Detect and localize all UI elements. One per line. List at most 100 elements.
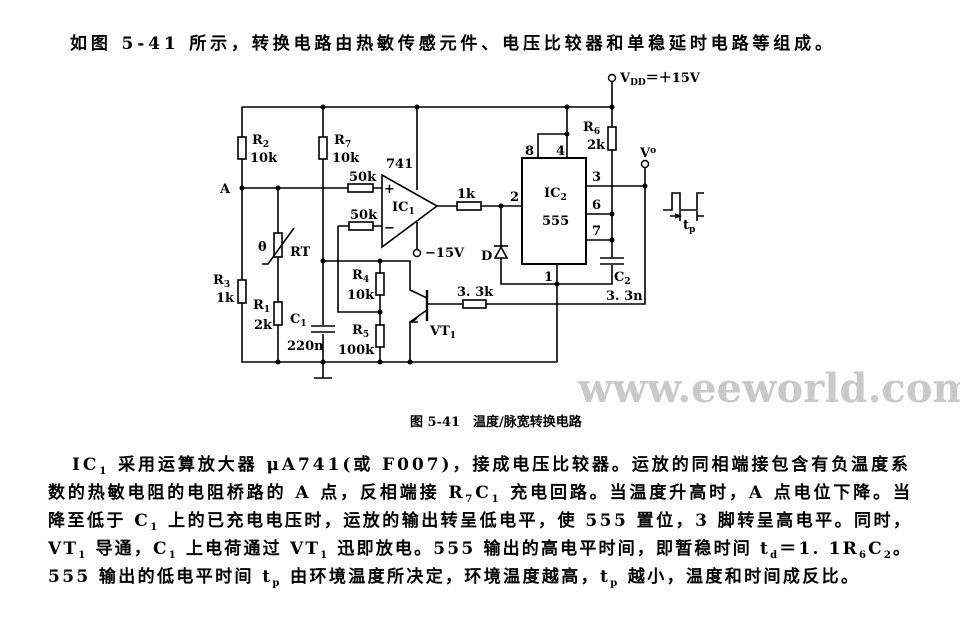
subscript: 6 bbox=[859, 550, 866, 561]
neg-supply-terminal bbox=[412, 248, 422, 258]
r1-label: R1 bbox=[253, 298, 270, 315]
diode-d bbox=[493, 245, 509, 259]
r2-value: 10k bbox=[250, 151, 278, 166]
subscript: d bbox=[770, 550, 777, 561]
c1-value: 220n bbox=[287, 339, 324, 354]
text-segment: IC bbox=[72, 455, 96, 475]
r3-label: R3 bbox=[213, 273, 230, 290]
opamp-type-label: 741 bbox=[386, 157, 413, 172]
circuit-diagram: www.eeworld.com.cn bbox=[213, 71, 960, 412]
text-segment: VT bbox=[47, 539, 76, 559]
pin-4: 4 bbox=[556, 144, 565, 159]
c2-value: 3. 3n bbox=[606, 289, 643, 304]
r6-label: R6 bbox=[583, 120, 600, 137]
resistor-1k bbox=[456, 201, 482, 211]
tp-label: tp bbox=[683, 218, 695, 235]
capacitor-c1 bbox=[310, 325, 336, 334]
subscript: 7 bbox=[465, 494, 472, 505]
vt1-label: VT1 bbox=[429, 324, 456, 341]
r5-label: R5 bbox=[352, 323, 369, 340]
r4-label: R4 bbox=[352, 268, 369, 285]
ic2-type: 555 bbox=[542, 214, 569, 229]
rt-mark: θ bbox=[258, 240, 267, 255]
subscript: 2 bbox=[884, 550, 891, 561]
resistor-r6 bbox=[607, 126, 617, 151]
text-segment: 。 bbox=[893, 539, 910, 559]
r7-value: 10k bbox=[332, 151, 360, 166]
text-segment: 数的热敏电阻的电阻桥路的 A 点，反相端接 R bbox=[48, 482, 463, 503]
r-base-value: 3. 3k bbox=[457, 285, 494, 300]
capacitor-c2 bbox=[600, 257, 624, 265]
minus-input-sign: − bbox=[384, 221, 395, 236]
opamp-ic1 bbox=[381, 173, 439, 249]
text-segment: 由环境温度所决定，环境温度越高，t bbox=[282, 566, 608, 587]
c2-label: C2 bbox=[614, 270, 631, 287]
ic2-555-chip bbox=[521, 157, 587, 265]
resistor-50k-minus bbox=[348, 221, 374, 231]
r7-label: R7 bbox=[334, 133, 351, 150]
resistor-r4 bbox=[375, 272, 385, 296]
text-segment: 上的已充电电压时，运放的输出转呈低电平，使 555 置位，3 脚转呈高电平。同时… bbox=[160, 510, 910, 531]
text-segment: 555 输出的低电平时间 t bbox=[48, 566, 270, 587]
vo-terminal bbox=[640, 159, 650, 169]
resistor-r2 bbox=[237, 136, 247, 160]
pin-8: 8 bbox=[525, 144, 534, 159]
plus-input-sign: + bbox=[384, 182, 395, 197]
subscript: 1 bbox=[150, 522, 157, 533]
r-plus-value: 50k bbox=[349, 170, 377, 185]
text-segment: C bbox=[868, 539, 882, 559]
text-segment: C bbox=[475, 483, 489, 503]
c1-label: C1 bbox=[290, 312, 307, 329]
subscript: 1 bbox=[492, 494, 499, 505]
subscript: p bbox=[272, 578, 279, 589]
rt-label: RT bbox=[290, 245, 311, 260]
ic2-label: IC2 bbox=[544, 186, 567, 203]
r-out-value: 1k bbox=[457, 187, 476, 202]
subscript: 1 bbox=[78, 550, 85, 561]
figure-caption: 图 5-41 温度/脉宽转换电路 bbox=[410, 414, 583, 430]
resistor-r3 bbox=[237, 279, 247, 304]
intro-text: 如图 5-41 所示，转换电路由热敏传感元件、电压比较器和单稳延时电路等组成。 bbox=[70, 33, 832, 54]
vdd-label: VDD＝＋15V bbox=[619, 71, 701, 88]
r3-value: 1k bbox=[216, 291, 235, 306]
resistor-3k3 bbox=[462, 299, 487, 309]
diode-label: D bbox=[481, 249, 492, 264]
text-segment: ＝1. 1R bbox=[779, 539, 857, 559]
r-minus-value: 50k bbox=[350, 208, 378, 223]
pin-2: 2 bbox=[510, 190, 519, 205]
resistor-r1 bbox=[273, 301, 283, 326]
r6-value: 2k bbox=[587, 138, 606, 153]
vdd-terminal bbox=[607, 73, 617, 83]
pin-3: 3 bbox=[592, 170, 601, 185]
pin-6: 6 bbox=[592, 198, 601, 213]
resistor-r5 bbox=[375, 324, 385, 348]
text-segment: 降至低于 C bbox=[48, 510, 148, 531]
ic1-label: IC1 bbox=[392, 200, 415, 217]
subscript: 1 bbox=[320, 550, 327, 561]
neg-supply-label: −15V bbox=[425, 246, 465, 261]
node-a-label: A bbox=[219, 182, 231, 197]
r2-label: R2 bbox=[252, 133, 269, 150]
text-segment: 越小，温度和时间成反比。 bbox=[620, 566, 858, 587]
resistor-r7 bbox=[318, 136, 328, 160]
r1-value: 2k bbox=[254, 318, 273, 333]
watermark: www.eeworld.com.cn bbox=[577, 365, 960, 412]
junction-dots bbox=[239, 104, 648, 365]
r4-value: 10k bbox=[347, 288, 375, 303]
text-segment: 充电回路。当温度升高时，A 点电位下降。当 bbox=[501, 482, 910, 503]
text-segment: 导通，C bbox=[87, 539, 166, 559]
subscript: 1 bbox=[99, 466, 106, 477]
vo-label: Vo bbox=[639, 146, 656, 161]
thermistor-arrow bbox=[262, 227, 295, 265]
subscript: p bbox=[610, 578, 617, 589]
text-segment: 迅即放电。555 输出的高电平时间，即暂稳时间 t bbox=[329, 538, 768, 559]
pin-1: 1 bbox=[544, 270, 553, 285]
transistor-emitter-arrow bbox=[409, 317, 418, 323]
resistor-50k-plus bbox=[347, 183, 374, 193]
